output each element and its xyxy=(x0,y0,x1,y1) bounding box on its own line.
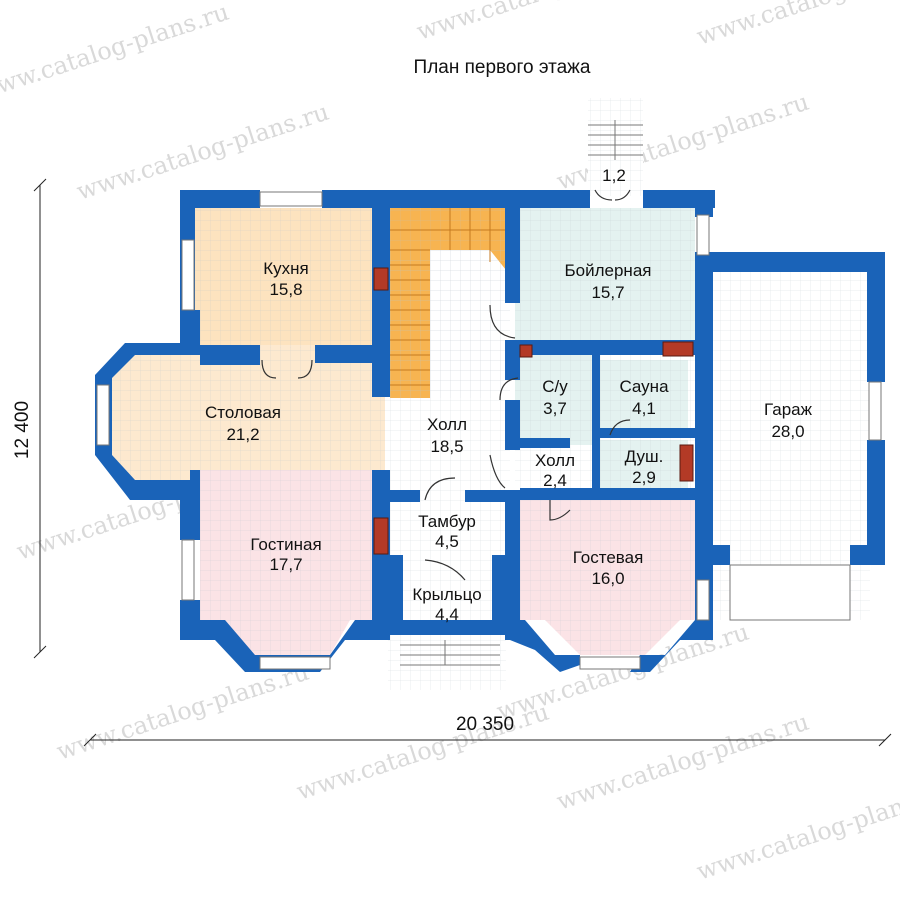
hall-name: Холл xyxy=(427,415,467,434)
sauna-name: Сауна xyxy=(619,377,669,396)
wc-area: 3,7 xyxy=(543,399,567,418)
dining-area: 21,2 xyxy=(226,425,259,444)
garage-name: Гараж xyxy=(764,400,813,419)
watermark: www.catalog-plans.ru xyxy=(73,98,332,206)
boiler-area: 15,7 xyxy=(591,283,624,302)
guest-name: Гостевая xyxy=(573,548,644,567)
heaters xyxy=(373,267,694,555)
living-area: 17,7 xyxy=(269,555,302,574)
watermark: www.catalog-plans.ru xyxy=(553,708,812,816)
sauna-area: 4,1 xyxy=(632,399,656,418)
vestibule-name: Тамбур xyxy=(418,512,476,531)
garage-area: 28,0 xyxy=(771,422,804,441)
walls xyxy=(95,190,885,672)
boiler-name: Бойлерная xyxy=(565,261,652,280)
watermark: www.catalog-plans.ru xyxy=(53,658,312,766)
entrance-label: 1,2 xyxy=(602,166,626,185)
hall2-area: 2,4 xyxy=(543,471,567,490)
wc-name: С/у xyxy=(542,377,568,396)
living-name: Гостиная xyxy=(250,535,321,554)
watermark: www.catalog-plans.ru xyxy=(413,0,672,46)
vestibule-area: 4,5 xyxy=(435,532,459,551)
shower-area: 2,9 xyxy=(632,468,656,487)
kitchen-name: Кухня xyxy=(263,259,309,278)
guest-area: 16,0 xyxy=(591,569,624,588)
hall-area: 18,5 xyxy=(430,437,463,456)
porch-area: 4,4 xyxy=(435,605,459,624)
doors xyxy=(261,189,631,581)
dimension-lines xyxy=(33,178,892,747)
plan-title: План первого этажа xyxy=(414,57,591,78)
stairs xyxy=(390,208,510,386)
watermark: www.catalog-plans.ru xyxy=(693,0,900,51)
width-dimension: 20 350 xyxy=(456,714,514,735)
watermark: www.catalog-plans.ru xyxy=(0,0,232,106)
shower-name: Душ. xyxy=(625,447,664,466)
room-labels: Кухня 15,8 Столовая 21,2 Гостиная 17,7 Х… xyxy=(205,259,813,624)
floor-grid xyxy=(105,98,870,690)
entrance-steps xyxy=(400,120,643,666)
hall2-name: Холл xyxy=(535,451,575,470)
watermark: www.catalog-plans.ru xyxy=(693,778,900,886)
windows xyxy=(96,191,882,670)
kitchen-area: 15,8 xyxy=(269,280,302,299)
height-dimension: 12 400 xyxy=(12,401,33,459)
dining-name: Столовая xyxy=(205,403,281,422)
porch-name: Крыльцо xyxy=(412,585,481,604)
